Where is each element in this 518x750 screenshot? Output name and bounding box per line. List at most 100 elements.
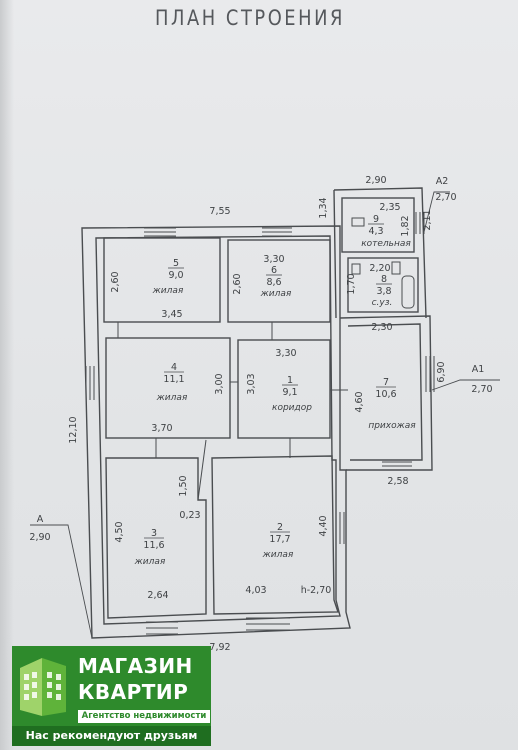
paper-edge-shadow [0,0,14,750]
room-9-outline [341,197,415,253]
room-1-label: коридор [272,403,312,413]
room-3-number: 3 [151,528,157,539]
window-room-5 [144,227,176,237]
dim-r4-height: 3,00 [214,373,225,394]
dim-r7-bottom-width: 2,58 [387,476,408,487]
room-8-label: с.уз. [372,298,393,308]
room-1-area: 9,1 [282,387,297,398]
room-5-label: жилая [152,286,184,296]
dim-r2-width: 4,03 [245,585,266,596]
room-9-area: 4,3 [368,226,383,237]
toilet-icon [391,261,401,275]
room-2-label: жилая [262,550,294,560]
bathtub-icon [401,275,415,309]
dim-r2-height: 4,40 [318,515,329,536]
room-7-area: 10,6 [375,389,396,400]
room-1-number: 1 [287,375,293,386]
room-3-label: жилая [134,557,166,567]
window-room-3 [146,621,178,635]
logo-line-1: МАГАЗИН [78,654,193,678]
dim-r5-height: 2,60 [110,271,121,292]
leader-a1 [431,379,500,391]
leader-a [30,524,93,639]
agency-logo: МАГАЗИН КВАРТИР Агентство недвижимости Н… [12,646,211,746]
room-7-label: прихожая [368,421,416,431]
dim-r9-outer-width: 2,90 [365,175,386,186]
dim-r3-height: 4,50 [114,521,125,542]
inner-wall-a1 [347,323,423,461]
section-a2-label: A2 [436,176,449,187]
dim-r9-inner-width: 2,35 [379,202,400,213]
window-room-2-right [339,512,345,544]
door-room-7 [382,461,412,471]
room-4-outline [105,337,231,439]
dim-r4-width: 3,70 [151,423,172,434]
window-room-7 [425,356,435,392]
dim-total-width-top: 7,55 [209,206,230,217]
building-logo-icon [20,658,66,716]
room-5-outline [103,237,221,323]
outer-wall-a2 [333,187,427,319]
boiler-icon [351,217,365,227]
room-8-outline [347,257,419,313]
outer-wall-main [81,225,351,639]
dim-corr-height: 3,03 [246,373,257,394]
room-8-area: 3,8 [376,286,391,297]
plan-title: ПЛАН СТРОЕНИЯ [155,6,345,30]
dim-corr-width: 3,30 [275,348,296,359]
notch-diagonal [197,439,207,501]
room-1-outline [237,339,331,439]
room-4-number: 4 [171,362,177,373]
room-2-outline [211,455,339,615]
room-6-label: жилая [260,289,292,299]
dim-bath-width: 2,20 [369,263,390,274]
section-a1-height: 2,70 [471,384,492,395]
room-9-number: 9 [373,214,379,225]
room-6-number: 6 [271,265,277,276]
dim-ceiling: h-2,70 [301,585,332,596]
window-room-4 [85,366,95,400]
room-6-outline [227,239,331,323]
section-a2-height: 2,70 [435,192,456,203]
dim-door-small: 2,11 [422,209,433,230]
outer-wall-a2-left [333,189,337,319]
room-3-area: 11,6 [143,540,164,551]
inner-wall-main [95,235,341,625]
dim-r3-notch-w: 0,23 [179,510,200,521]
dim-r9-left: 1,34 [318,197,329,218]
room-3-outline [105,457,207,619]
section-a1-label: A1 [472,364,485,375]
room-4-area: 11,1 [163,374,184,385]
dim-r9-height: 1,82 [400,215,411,236]
room-2-area: 17,7 [269,534,290,545]
section-a-label: A [37,514,44,525]
dim-r7-left-height: 4,60 [354,391,365,412]
logo-subtitle: Агентство недвижимости [78,710,210,723]
window-room-2 [246,617,290,631]
room-5-area: 9,0 [168,270,183,281]
dim-r3-width: 2,64 [147,590,168,601]
window-room-6 [262,227,292,237]
dim-r5-width: 3,45 [161,309,182,320]
dim-bath-height: 1,70 [346,273,357,294]
dim-r3-notch-h: 1,50 [178,475,189,496]
room-4-label: жилая [156,393,188,403]
dim-total-width-bottom: 7,92 [209,642,230,653]
room-2-number: 2 [277,522,283,533]
dim-r7-top-width: 2,30 [371,322,392,333]
room-8-number: 8 [381,274,387,285]
dim-r7-right-height: 6,90 [436,361,447,382]
dim-r6-height: 2,60 [232,273,243,294]
leader-a2 [423,191,450,233]
room-5-number: 5 [173,258,179,269]
logo-slogan: Нас рекомендуют друзьям [12,726,211,746]
room-9-label: котельная [361,239,411,249]
dim-r6-width: 3,30 [263,254,284,265]
logo-line-2: КВАРТИР [78,680,189,704]
dim-height-left: 12,10 [68,416,79,443]
section-a-height: 2,90 [29,532,50,543]
sink-icon [351,263,361,275]
room-7-number: 7 [383,377,389,388]
room-6-area: 8,6 [266,277,281,288]
